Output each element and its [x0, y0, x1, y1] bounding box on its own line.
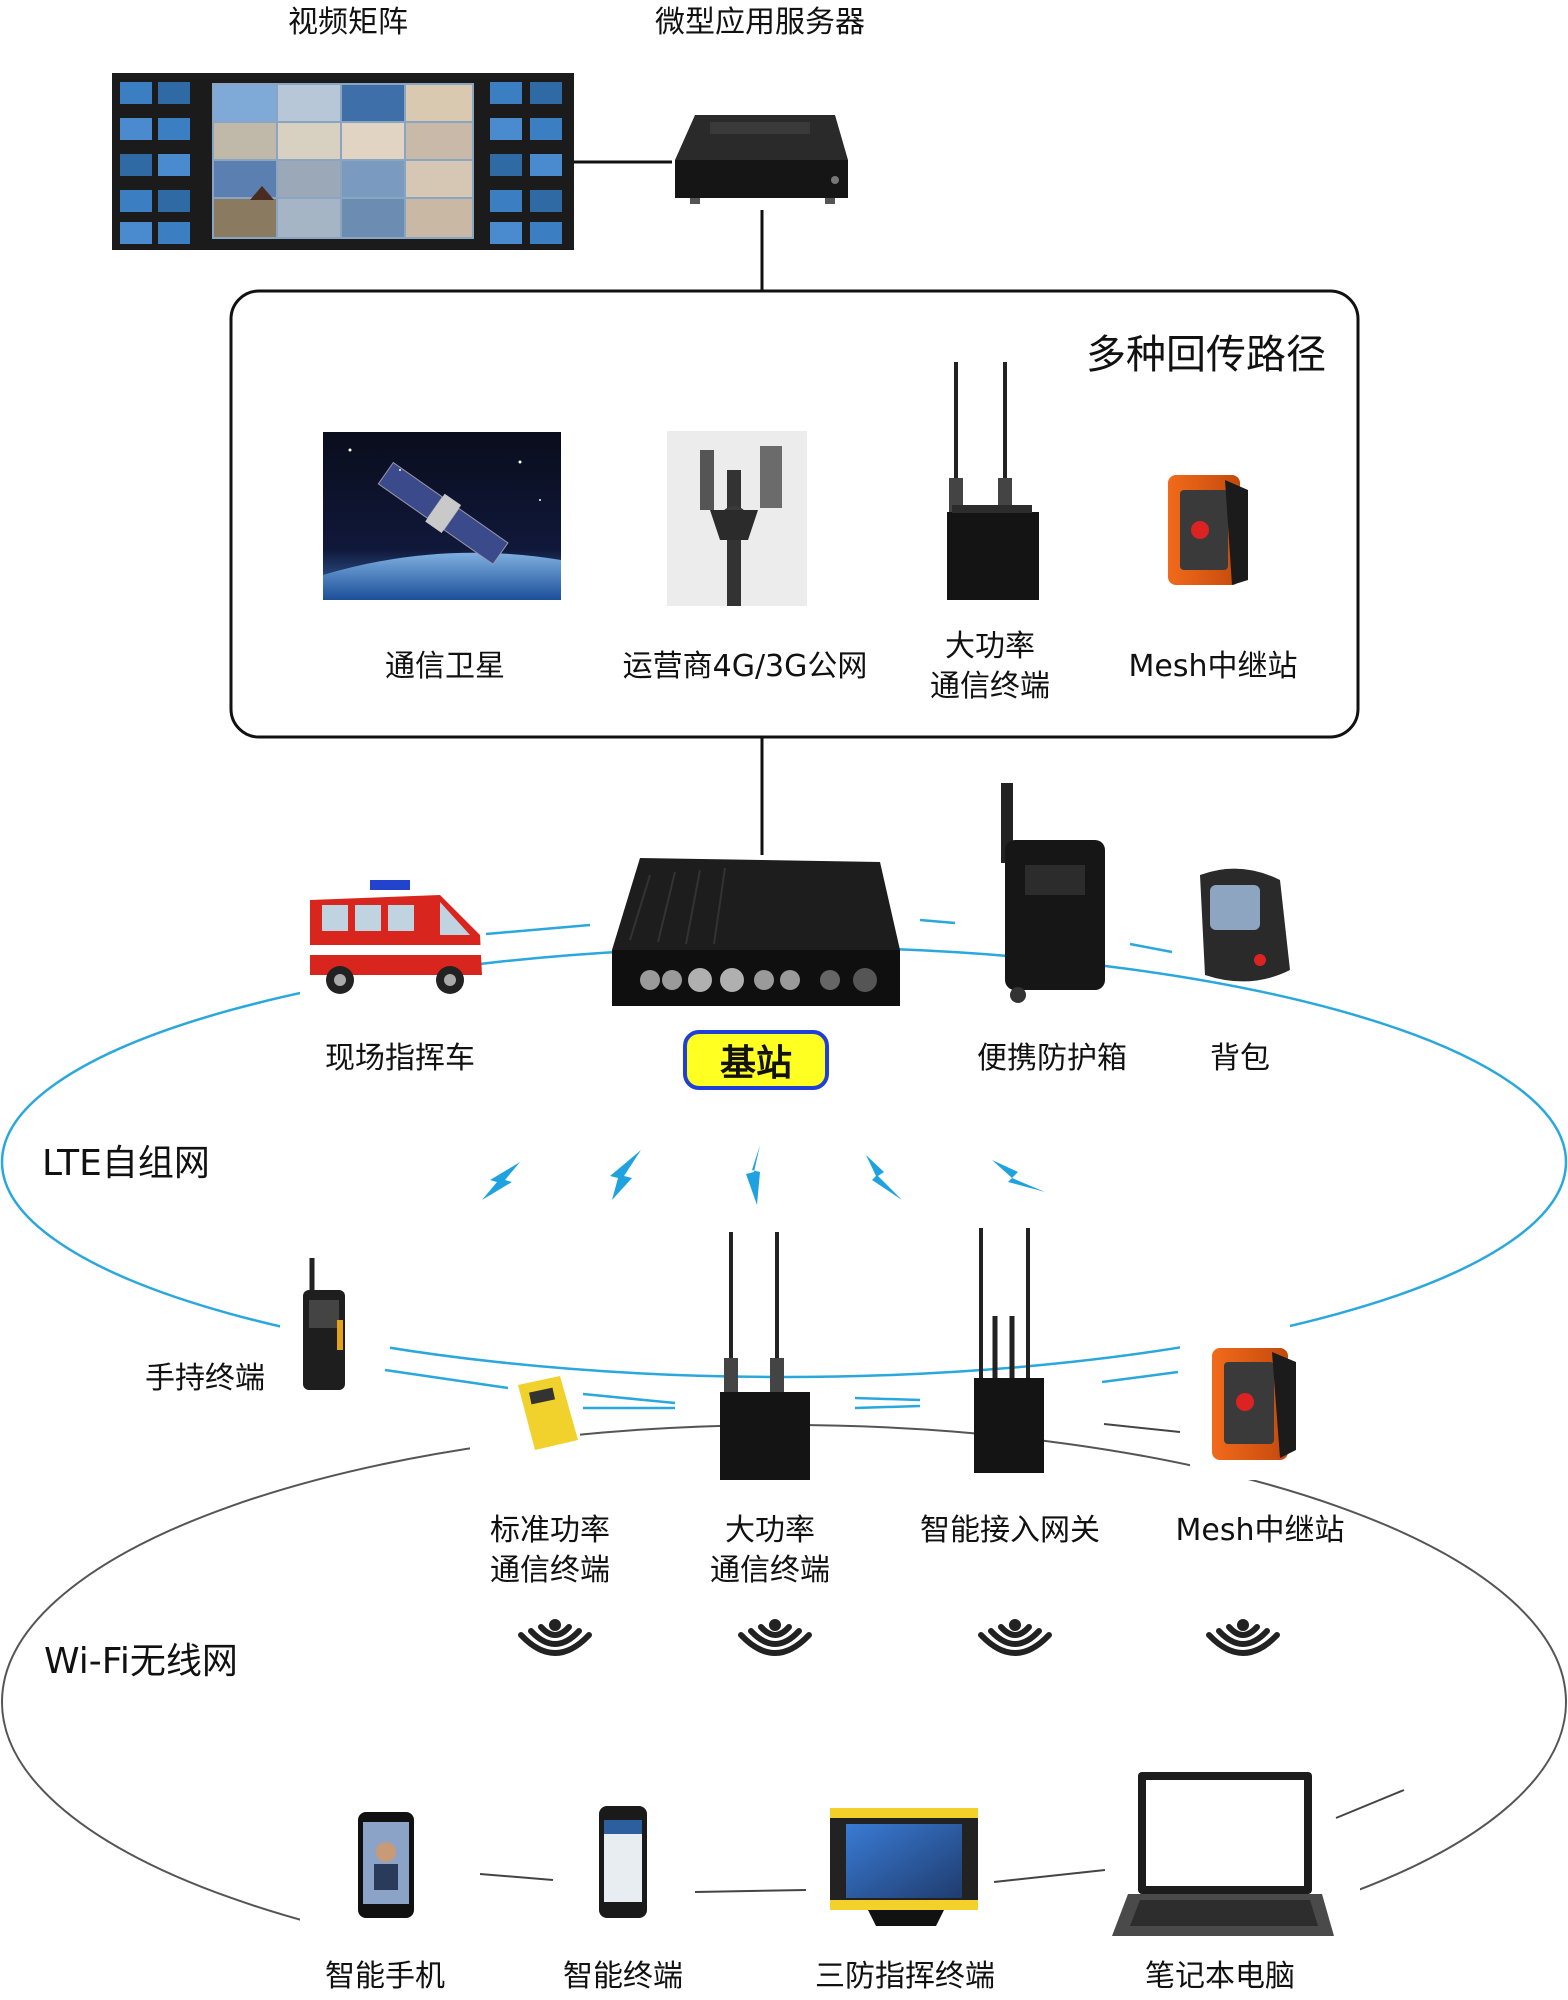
- central-wall: [212, 83, 474, 239]
- std-terminal-label-2: 通信终端: [490, 1553, 610, 1588]
- video-matrix-label: 视频矩阵: [288, 5, 408, 40]
- handheld-terminal-image: [303, 1258, 345, 1390]
- lte-network-label: LTE自组网: [42, 1143, 210, 1184]
- mesh-lte-label: Mesh中继站: [1175, 1513, 1345, 1548]
- hp-terminal-lte-label-2: 通信终端: [710, 1553, 830, 1588]
- wifi-network-label: Wi-Fi无线网: [44, 1641, 238, 1682]
- mesh-relay-backhaul-image: [1168, 475, 1248, 585]
- portable-case-image: [1001, 783, 1105, 1003]
- lte-links: [384, 918, 1179, 1410]
- wifi-links: [479, 1423, 1405, 1893]
- wifi-icon: [1206, 1619, 1280, 1656]
- laptop-label: 笔记本电脑: [1145, 1959, 1295, 1994]
- satellite-label: 通信卫星: [385, 649, 505, 684]
- backpack-image: [1200, 868, 1290, 982]
- backhaul-box: [229, 289, 1360, 739]
- lightning-icon: [746, 1145, 760, 1205]
- laptop-image: [1112, 1772, 1334, 1936]
- gateway-label: 智能接入网关: [920, 1513, 1100, 1548]
- lightning-icon: [992, 1160, 1045, 1192]
- base-station-image: [612, 858, 900, 1006]
- hp-terminal-lte-image: [720, 1232, 810, 1480]
- smart-gateway-image: [974, 1228, 1044, 1473]
- command-vehicle-label: 现场指挥车: [325, 1041, 475, 1076]
- mesh-relay-lte-image: [1212, 1348, 1296, 1460]
- portable-case-label: 便携防护箱: [977, 1041, 1127, 1076]
- hp-terminal-backhaul-label-2: 通信终端: [930, 669, 1050, 704]
- cell-tower-image: [667, 431, 807, 606]
- wifi-icon: [738, 1619, 812, 1656]
- smart-terminal-label: 智能终端: [563, 1959, 683, 1994]
- mesh-backhaul-label: Mesh中继站: [1128, 649, 1298, 684]
- lightning-icons: [482, 1145, 1045, 1205]
- wired-links: [572, 160, 764, 855]
- rugged-terminal-image: [830, 1808, 978, 1926]
- micro-server-image: [675, 115, 848, 204]
- std-terminal-image: [518, 1376, 578, 1450]
- smart-terminal-image: [599, 1806, 647, 1918]
- carrier-label: 运营商4G/3G公网: [622, 649, 868, 684]
- smartphone-label: 智能手机: [325, 1959, 445, 1994]
- lightning-icon: [866, 1155, 902, 1200]
- std-terminal-label-1: 标准功率: [490, 1513, 610, 1548]
- wifi-icons: [518, 1619, 1280, 1656]
- micro-server-label: 微型应用服务器: [655, 5, 865, 40]
- hp-terminal-backhaul-image: [947, 362, 1039, 600]
- video-matrix-image: [112, 73, 574, 250]
- backpack-label: 背包: [1210, 1041, 1270, 1076]
- hp-terminal-backhaul-label-1: 大功率: [945, 629, 1035, 664]
- backhaul-title: 多种回传路径: [1086, 332, 1326, 378]
- wifi-icon: [978, 1619, 1052, 1656]
- lte-ring: [0, 945, 1568, 1379]
- rugged-terminal-label: 三防指挥终端: [815, 1959, 995, 1994]
- side-monitors-right: [490, 82, 562, 244]
- satellite-image: [323, 432, 561, 600]
- command-vehicle-image: [310, 880, 482, 994]
- smartphone-image: [358, 1812, 414, 1918]
- wifi-icon: [518, 1619, 592, 1656]
- base-station-badge: 基站: [683, 1030, 829, 1090]
- lightning-icon: [482, 1162, 520, 1200]
- handheld-label: 手持终端: [145, 1361, 265, 1396]
- side-monitors-left: [120, 82, 190, 244]
- hp-terminal-lte-label-1: 大功率: [725, 1513, 815, 1548]
- lightning-icon: [610, 1150, 641, 1200]
